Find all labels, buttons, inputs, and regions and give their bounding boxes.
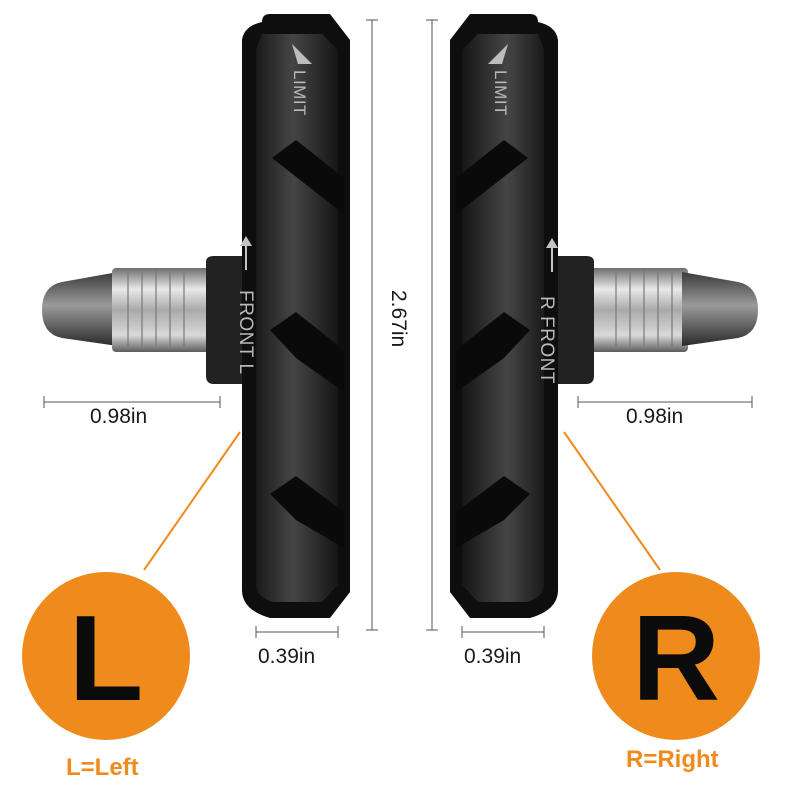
left-front-text: FRONT L xyxy=(235,290,256,374)
left-badge: L xyxy=(22,572,190,740)
left-limit-text: LIMIT xyxy=(290,70,309,116)
stem-length-right-label: 0.98in xyxy=(626,405,683,428)
dimension-lines xyxy=(43,19,753,638)
left-limit-arrow xyxy=(292,44,312,64)
right-badge-letter: R xyxy=(632,590,720,726)
right-stem xyxy=(578,268,758,352)
right-limit-text: LIMIT xyxy=(491,70,510,116)
right-caption: R=Right xyxy=(626,746,719,773)
right-callout-line xyxy=(563,431,661,571)
right-front-text: R FRONT xyxy=(536,296,557,384)
right-badge: R xyxy=(592,572,760,740)
pad-width-right-label: 0.39in xyxy=(464,645,521,668)
left-front-arrow xyxy=(240,236,252,270)
left-caption: L=Left xyxy=(66,754,139,781)
left-pad-grooves xyxy=(270,140,344,548)
right-brake-pad xyxy=(450,14,758,618)
left-badge-letter: L xyxy=(69,590,144,726)
left-stem xyxy=(42,268,222,352)
right-front-arrow xyxy=(546,238,558,272)
stem-length-left-label: 0.98in xyxy=(90,405,147,428)
right-pad-grooves xyxy=(456,140,530,548)
right-limit-arrow xyxy=(488,44,508,64)
pad-width-left-label: 0.39in xyxy=(258,645,315,668)
pad-height-label: 2.67in xyxy=(387,290,410,347)
left-brake-pad xyxy=(42,14,350,618)
left-callout-line xyxy=(143,431,241,571)
